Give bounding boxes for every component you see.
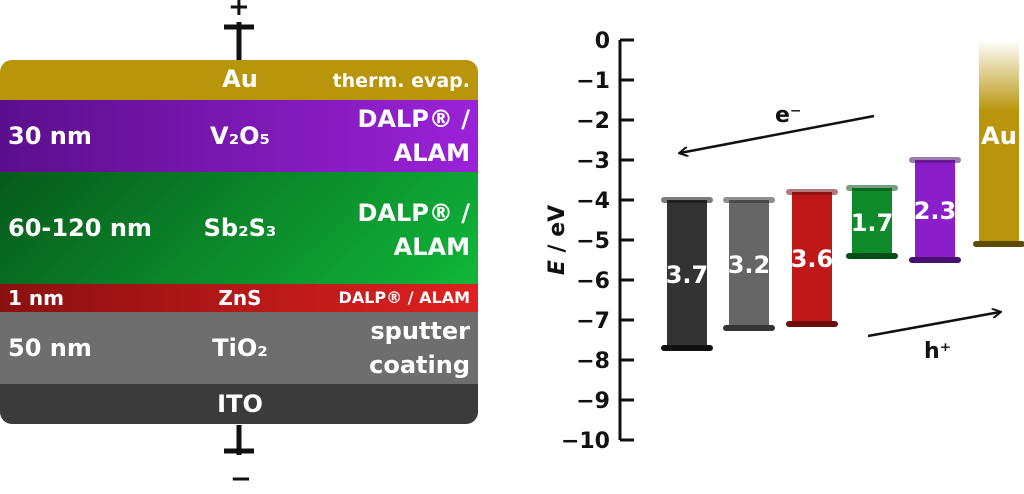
energy-level-svg: 0 −1 −2 −3 −4 −5 −6 −7 −8 −9 −10 3.7 3.2 3.6 1.7 2.3 Au…	[545, 29, 1024, 454]
layer-v2o5-method-1: DALP® /	[357, 105, 471, 133]
layer-stack-diagram: + − Au therm. evap. 30 nm V₂O₅ DALP® / A…	[0, 0, 480, 494]
y-tick-label: −7	[576, 309, 610, 334]
y-tick-label: −6	[576, 269, 610, 294]
layer-zns-material: ZnS	[218, 286, 262, 310]
layer-tio2-method-1: sputter	[370, 317, 470, 345]
layer-au: Au therm. evap.	[0, 60, 478, 100]
layer-v2o5-thickness: 30 nm	[8, 122, 92, 150]
band-gap-label: 3.7	[666, 261, 709, 289]
layer-sb2s3-thickness: 60-120 nm	[8, 214, 152, 242]
y-tick-label: −8	[576, 349, 610, 374]
y-tick-label: −1	[576, 69, 610, 94]
energy-level-diagram: 0 −1 −2 −3 −4 −5 −6 −7 −8 −9 −10 3.7 3.2 3.6 1.7 2.3 Au…	[520, 0, 1024, 480]
y-tick-label: 0	[595, 29, 610, 54]
y-tick-label: −2	[576, 109, 610, 134]
band-gap-label: 2.3	[914, 197, 957, 225]
layer-v2o5: 30 nm V₂O₅ DALP® / ALAM	[0, 100, 478, 172]
layer-v2o5-method-2: ALAM	[393, 139, 470, 167]
positive-terminal-label: +	[228, 0, 250, 22]
y-tick-label: −3	[576, 149, 610, 174]
electron-arrow	[680, 114, 875, 153]
layer-sb2s3: 60-120 nm Sb₂S₃ DALP® / ALAM	[0, 172, 478, 284]
band-rect	[979, 40, 1019, 244]
layer-au-method: therm. evap.	[332, 70, 470, 92]
y-axis-label-unit: / eV	[545, 205, 570, 260]
layer-tio2-thickness: 50 nm	[8, 334, 92, 362]
layer-zns: 1 nm ZnS DALP® / ALAM	[0, 284, 478, 312]
y-tick-label: −5	[576, 229, 610, 254]
band-rect	[729, 200, 769, 328]
y-axis: 0 −1 −2 −3 −4 −5 −6 −7 −8 −9 −10	[561, 29, 634, 454]
y-tick-label: −10	[561, 429, 610, 454]
y-tick-label: −9	[576, 389, 610, 414]
y-tick-label: −4	[576, 189, 610, 214]
layer-au-material: Au	[222, 65, 258, 93]
hole-arrow	[867, 312, 1000, 338]
band-rect	[667, 200, 707, 348]
layer-sb2s3-method-2: ALAM	[393, 233, 470, 261]
layer-sb2s3-method-1: DALP® /	[357, 199, 471, 227]
terminal-leads	[224, 22, 254, 455]
layer-ito: ITO	[0, 384, 478, 424]
negative-terminal-label: −	[230, 464, 252, 494]
band-rect	[852, 188, 892, 256]
layer-zns-method: DALP® / ALAM	[338, 288, 470, 307]
band-gap-label: 1.7	[851, 209, 894, 237]
layer-tio2-method-2: coating	[369, 351, 470, 379]
band-rect	[792, 192, 832, 324]
band-rect	[915, 160, 955, 260]
electron-label: e⁻	[775, 103, 802, 128]
layer-ito-material: ITO	[217, 390, 263, 418]
layer-sb2s3-material: Sb₂S₃	[203, 214, 277, 242]
y-axis-label-symbol: E	[545, 260, 570, 275]
layer-tio2-material: TiO₂	[212, 334, 268, 362]
band-gap-label: Au	[981, 122, 1017, 150]
band-gaps: 3.7 3.2 3.6 1.7 2.3 Au	[661, 40, 1024, 351]
band-gap-label: 3.2	[728, 251, 771, 279]
y-axis-label: E / eV	[545, 205, 570, 275]
band-gap-label: 3.6	[791, 245, 834, 273]
layer-tio2: 50 nm TiO₂ sputter coating	[0, 312, 478, 384]
layer-zns-thickness: 1 nm	[8, 286, 64, 310]
hole-label: h⁺	[924, 339, 951, 364]
layer-v2o5-material: V₂O₅	[210, 122, 270, 150]
